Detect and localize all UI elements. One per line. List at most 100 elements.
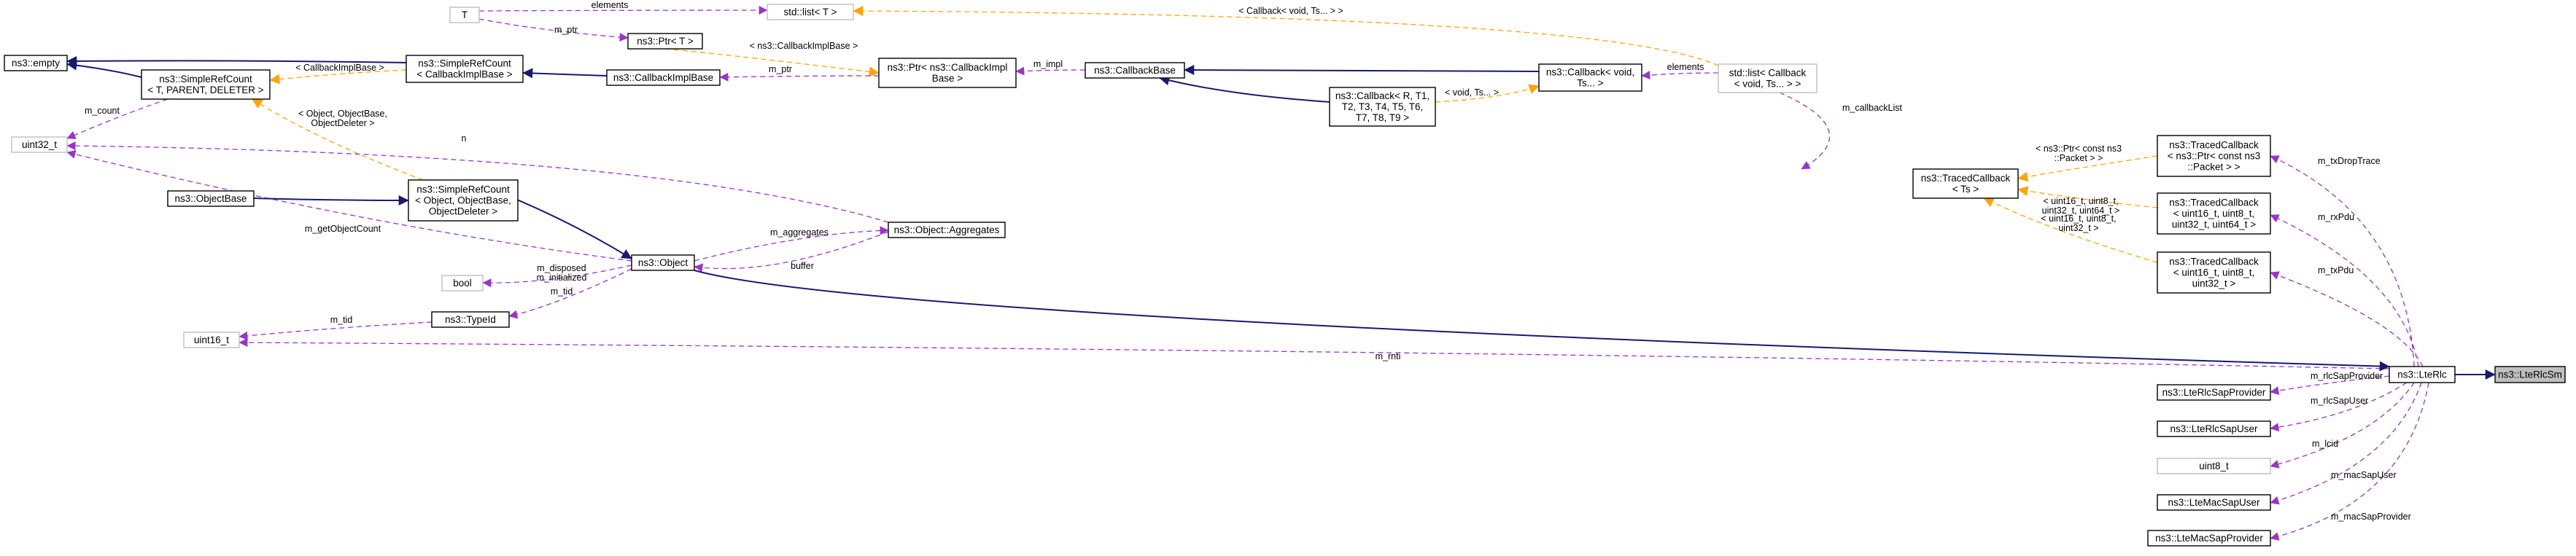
edge-label: < Object, ObjectBase,: [298, 109, 387, 119]
edge-label: m_callbackList: [1842, 103, 1903, 113]
class-node-label: ns3::LteRlcSm: [2498, 369, 2562, 380]
edge-label: ObjectDeleter >: [311, 118, 374, 128]
class-node-callback-r-t1-t9[interactable]: ns3::Callback< R, T1,T2, T3, T4, T5, T6,…: [1329, 87, 1436, 127]
class-node-label: T2, T3, T4, T5, T6,: [1342, 101, 1424, 112]
class-node-std-list-t[interactable]: std::list< T >: [767, 4, 854, 20]
inheritance-edge-src-callbackimplbase-to-ns3-empty: [66, 55, 407, 66]
class-node-box: [2157, 251, 2271, 294]
class-node-uint32-t[interactable]: uint32_t: [11, 136, 68, 153]
class-node-ns3-object[interactable]: ns3::Object: [631, 254, 695, 271]
class-node-box: [449, 7, 480, 23]
class-node-ptr-callbackimplbase[interactable]: ns3::Ptr< ns3::CallbackImplBase >: [878, 58, 1017, 88]
class-node-tracedcallback-ts[interactable]: ns3::TracedCallback< Ts >: [1912, 168, 2019, 199]
edge-label: m_ptr: [769, 64, 792, 74]
class-node-ns3-objectbase[interactable]: ns3::ObjectBase: [167, 190, 255, 207]
template-edge-tracedcallback-ts-to-tc-u16-u8-u32-u64: [2017, 186, 2158, 208]
class-node-callback-void-ts[interactable]: ns3::Callback< void,Ts... >: [1538, 63, 1642, 92]
inheritance-edge-ns3-callbackbase-to-callback-void-ts: [1184, 65, 1540, 76]
class-node-ns3-ptr-t[interactable]: ns3::Ptr< T >: [627, 33, 703, 50]
class-node-uint16-t[interactable]: uint16_t: [183, 332, 240, 348]
class-node-ns3-lterlc[interactable]: ns3::LteRlc: [2389, 366, 2456, 383]
class-node-src-callbackimplbase[interactable]: ns3::SimpleRefCount< CallbackImplBase >: [406, 55, 524, 83]
class-node-box: [888, 222, 1006, 238]
class-node-src-object[interactable]: ns3::SimpleRefCount< Object, ObjectBase,…: [408, 179, 519, 222]
class-node-label: ns3::TypeId: [445, 314, 496, 325]
class-node-tc-u16-u8-u32[interactable]: ns3::TracedCallback< uint16_t, uint8_t,u…: [2157, 251, 2271, 294]
class-node-label: ns3::Object: [638, 257, 688, 268]
edge-label: m_impl: [1033, 59, 1063, 69]
class-node-ns3-callbackbase[interactable]: ns3::CallbackBase: [1085, 62, 1185, 79]
usage-edge-uint16-t-to-ns3-lterlc: [238, 338, 2390, 369]
class-node-box: [1329, 87, 1436, 127]
usage-edge-bool-to-ns3-object: [482, 265, 632, 288]
class-node-t[interactable]: T: [449, 7, 480, 23]
usage-edge-ltemacsapuser-to-ns3-lterlc: [2270, 382, 2422, 505]
class-node-box: [606, 69, 721, 86]
edge-label: m_macSapUser: [2331, 470, 2397, 480]
class-node-label: ns3::Ptr< T >: [637, 36, 694, 47]
inheritance-edge-ns3-objectbase-to-src-object: [253, 195, 409, 205]
edge-label: elements: [1667, 62, 1704, 72]
class-node-tc-u16-u8-u32-u64[interactable]: ns3::TracedCallback< uint16_t, uint8_t,u…: [2157, 192, 2271, 235]
class-node-uint8-t[interactable]: uint8_t: [2157, 458, 2271, 474]
class-node-ns3-callbackimplbase[interactable]: ns3::CallbackImplBase: [606, 69, 721, 86]
class-node-bool[interactable]: bool: [441, 275, 484, 291]
class-node-label: ns3::ObjectBase: [174, 193, 247, 204]
inheritance-edge-ns3-object-to-ns3-lterlc: [694, 270, 2390, 372]
edge-label: < ns3::CallbackImplBase >: [750, 41, 858, 51]
class-node-label: ns3::SimpleRefCount: [416, 184, 510, 195]
class-node-label: ns3::LteMacSapProvider: [2155, 533, 2263, 544]
class-node-label: ns3::empty: [12, 58, 60, 68]
edge-label: m_ptr: [554, 25, 578, 35]
class-node-box: [767, 4, 854, 20]
class-node-ns3-lterlcsm[interactable]: ns3::LteRlcSm: [2494, 366, 2566, 383]
class-node-box: [167, 190, 255, 207]
class-node-ns3-typeid[interactable]: ns3::TypeId: [431, 311, 510, 328]
class-node-label: < T, PARENT, DELETER >: [147, 85, 263, 95]
class-node-src-t-parent-deleter[interactable]: ns3::SimpleRefCount< T, PARENT, DELETER …: [141, 69, 271, 100]
class-node-ns3-empty[interactable]: ns3::empty: [4, 55, 68, 71]
class-node-label: ns3::Callback< R, T1,: [1335, 90, 1429, 101]
edge-label: ::Packet > >: [2055, 153, 2103, 163]
usage-edge-object-aggregates-to-ns3-object: [694, 231, 889, 273]
usage-edge-lterlcsapuser-to-ns3-lterlc: [2270, 382, 2408, 432]
usage-edge-tc-packet-to-ns3-lterlc: [2270, 155, 2415, 367]
class-node-std-list-callback[interactable]: std::list< Callback< void, Ts... > >: [1718, 63, 1817, 93]
class-node-object-aggregates[interactable]: ns3::Object::Aggregates: [888, 222, 1006, 238]
class-node-box: [2157, 384, 2271, 401]
edge-layer: [66, 6, 2496, 541]
class-node-label: ns3::LteRlcSapUser: [2170, 423, 2258, 434]
class-node-label: < void, Ts... > >: [1734, 79, 1801, 90]
edge-label: m_getObjectCount: [305, 224, 381, 234]
class-node-box: [2389, 366, 2456, 383]
class-node-box: [1718, 63, 1817, 93]
class-node-lterlcsapprovider[interactable]: ns3::LteRlcSapProvider: [2157, 384, 2271, 401]
template-edge-std-list-t-to-std-list-callback: [853, 6, 1719, 66]
class-node-label: T7, T8, T9 >: [1356, 112, 1410, 123]
edge-label: < uint16_t, uint8_t,: [2041, 214, 2116, 224]
edge-label: m_disposed: [537, 263, 586, 273]
usage-edge-ns3-callbackimplbase-to-ptr-callbackimplbase: [719, 72, 880, 82]
edge-label: elements: [591, 0, 629, 10]
class-node-box: [431, 311, 510, 328]
class-node-box: [408, 179, 519, 222]
class-node-lterlcsapuser[interactable]: ns3::LteRlcSapUser: [2157, 420, 2271, 437]
class-node-label: ObjectDeleter >: [429, 206, 497, 217]
edge-label: < void, Ts... >: [1445, 87, 1499, 98]
class-node-label: ns3::TracedCallback: [2169, 257, 2259, 267]
edge-label: m_aggregates: [770, 227, 829, 238]
class-node-label: ns3::LteMacSapUser: [2168, 497, 2260, 508]
edge-label: m_macSapProvider: [2331, 512, 2411, 522]
class-node-box: [1538, 63, 1642, 92]
edge-label: < uint16_t, uint8_t,: [2043, 196, 2118, 206]
class-node-ltemacsapuser[interactable]: ns3::LteMacSapUser: [2157, 494, 2271, 511]
class-node-label: ns3::Ptr< ns3::CallbackImpl: [888, 62, 1008, 73]
class-node-box: [2157, 420, 2271, 437]
usage-edge-tc-u16-u8-u32-to-ns3-lterlc: [2270, 271, 2424, 367]
class-node-tc-packet[interactable]: ns3::TracedCallback< ns3::Ptr< const ns3…: [2157, 135, 2271, 177]
edge-label: m_rlcSapProvider: [2311, 371, 2383, 381]
class-node-ltemacsapprovider[interactable]: ns3::LteMacSapProvider: [2147, 530, 2271, 547]
class-node-box: [1912, 168, 2019, 199]
